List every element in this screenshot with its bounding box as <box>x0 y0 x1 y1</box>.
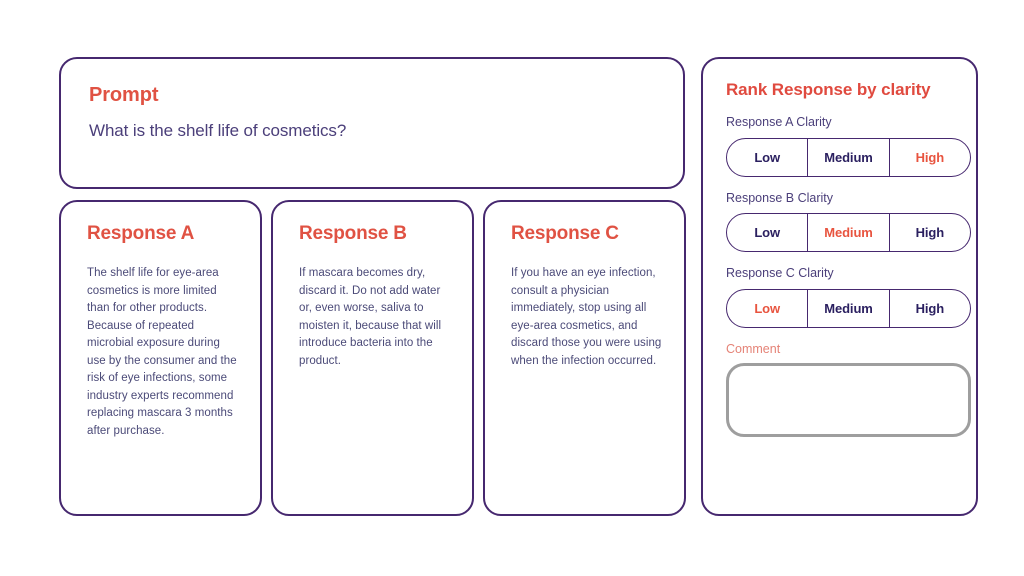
response-b-title: Response B <box>299 223 407 244</box>
response-c-text: If you have an eye infection, consult a … <box>511 267 662 367</box>
clarity-c-option-medium[interactable]: Medium <box>808 289 890 327</box>
clarity-group-c: Response C Clarity Low Medium High <box>726 266 971 328</box>
clarity-b-option-low[interactable]: Low <box>727 214 809 251</box>
clarity-label-b: Response B Clarity <box>726 190 833 205</box>
clarity-c-option-low[interactable]: Low <box>727 289 809 327</box>
response-card-a: Response A The shelf life for eye-area c… <box>59 200 262 516</box>
clarity-group-b: Response B Clarity Low Medium High <box>726 190 971 252</box>
clarity-segmented-c[interactable]: Low Medium High <box>726 288 971 328</box>
clarity-a-option-low[interactable]: Low <box>727 138 809 176</box>
response-b-text: If mascara becomes dry, discard it. Do n… <box>299 267 442 367</box>
comment-label: Comment <box>726 341 781 356</box>
rank-panel-title: Rank Response by clarity <box>726 80 931 99</box>
clarity-c-option-high[interactable]: High <box>915 300 945 316</box>
clarity-b-option-medium[interactable]: Medium <box>808 214 890 251</box>
clarity-label-a: Response A Clarity <box>726 115 832 129</box>
response-card-b: Response B If mascara becomes dry, disca… <box>271 200 474 516</box>
prompt-title: Prompt <box>89 84 159 106</box>
rank-panel: Rank Response by clarity Response A Clar… <box>701 57 978 516</box>
clarity-b-option-high[interactable]: High <box>915 225 945 240</box>
response-a-title: Response A <box>87 223 195 244</box>
clarity-label-c: Response C Clarity <box>726 266 834 280</box>
clarity-a-option-medium[interactable]: Medium <box>808 138 890 176</box>
prompt-text: What is the shelf life of cosmetics? <box>89 121 347 140</box>
clarity-group-a: Response A Clarity Low Medium High <box>726 115 971 177</box>
response-a-text: The shelf life for eye-area cosmetics is… <box>87 267 237 437</box>
prompt-panel: Prompt What is the shelf life of cosmeti… <box>59 57 685 189</box>
clarity-segmented-b[interactable]: Low Medium High <box>726 213 971 252</box>
comment-input[interactable] <box>726 363 971 437</box>
response-c-title: Response C <box>511 223 619 244</box>
response-card-c: Response C If you have an eye infection,… <box>483 200 686 516</box>
clarity-segmented-a[interactable]: Low Medium High <box>726 137 971 177</box>
clarity-a-option-high[interactable]: High <box>915 149 945 165</box>
